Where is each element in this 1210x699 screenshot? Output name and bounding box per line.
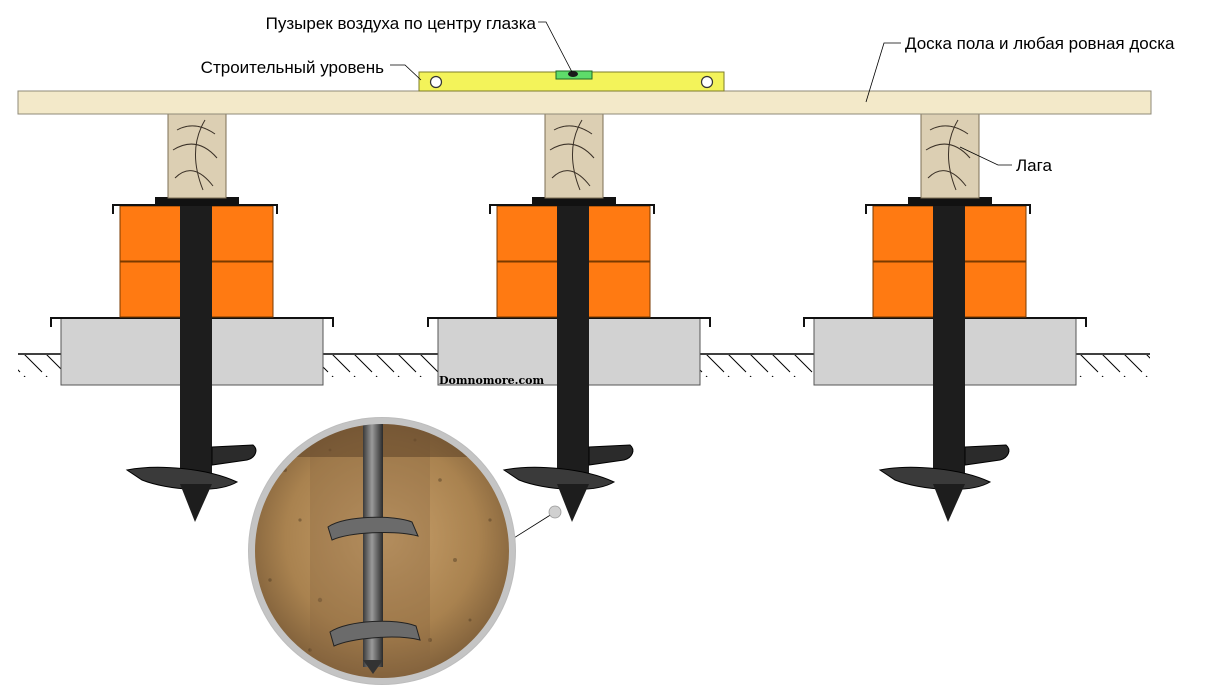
pile-cap: [155, 197, 239, 206]
pile-support-1: [50, 113, 334, 522]
helix-blade-back: [964, 444, 1010, 466]
leader-board: [865, 42, 901, 103]
wood-grain: [549, 119, 595, 191]
level-hole-right: [700, 75, 714, 89]
pile-support-2: [427, 113, 711, 522]
leader-joist: [959, 146, 1012, 166]
floor-board: [17, 90, 1152, 115]
pile-shaft: [933, 206, 965, 486]
grain-line: [194, 119, 206, 191]
inset-pile-tip: [363, 660, 383, 674]
joist-beam: [920, 113, 980, 199]
pile-shaft: [557, 206, 589, 486]
wood-grain: [925, 119, 971, 191]
grain-line: [929, 125, 969, 135]
leader-air-bubble: [538, 21, 573, 73]
inset-photo: [248, 417, 516, 685]
label-joist: Лага: [1016, 156, 1052, 175]
air-bubble: [568, 71, 578, 77]
joist-beam: [544, 113, 604, 199]
grain-line: [553, 125, 593, 135]
inset-helix-upper: [327, 516, 419, 541]
helix-blade-front: [878, 466, 992, 490]
leader-inset-dot: [548, 505, 562, 519]
wood-grain: [172, 119, 218, 191]
level-hole-left: [429, 75, 443, 89]
supports: [50, 113, 1087, 522]
leader-lines: [390, 21, 1012, 549]
grain-line: [571, 119, 583, 191]
building-level: [418, 70, 725, 92]
pile-shaft: [180, 206, 212, 486]
pile-tip: [933, 484, 965, 522]
label-level: Строительный уровень: [201, 58, 384, 77]
helix-blade-front: [125, 466, 239, 490]
grain-line: [947, 119, 959, 191]
pile-tip: [180, 484, 212, 522]
helix-blade-back: [588, 444, 634, 466]
inset-helix-lower: [329, 620, 421, 647]
pile-cap: [532, 197, 616, 206]
label-board: Доска пола и любая ровная доска: [905, 34, 1175, 53]
grain-line: [551, 170, 591, 187]
pile-cap: [908, 197, 992, 206]
pile-tip: [557, 484, 589, 522]
helix-blade-back: [211, 444, 257, 466]
leader-level: [390, 64, 422, 81]
grain-line: [176, 125, 216, 135]
helix-blade-front: [502, 466, 616, 490]
grain-line: [927, 170, 967, 187]
grain-line: [174, 170, 214, 187]
pile-support-3: [803, 113, 1087, 522]
watermark: Domnomore.com: [439, 374, 544, 387]
inset-pile-shaft: [363, 421, 383, 667]
label-air-bubble: Пузырек воздуха по центру глазка: [266, 14, 537, 33]
